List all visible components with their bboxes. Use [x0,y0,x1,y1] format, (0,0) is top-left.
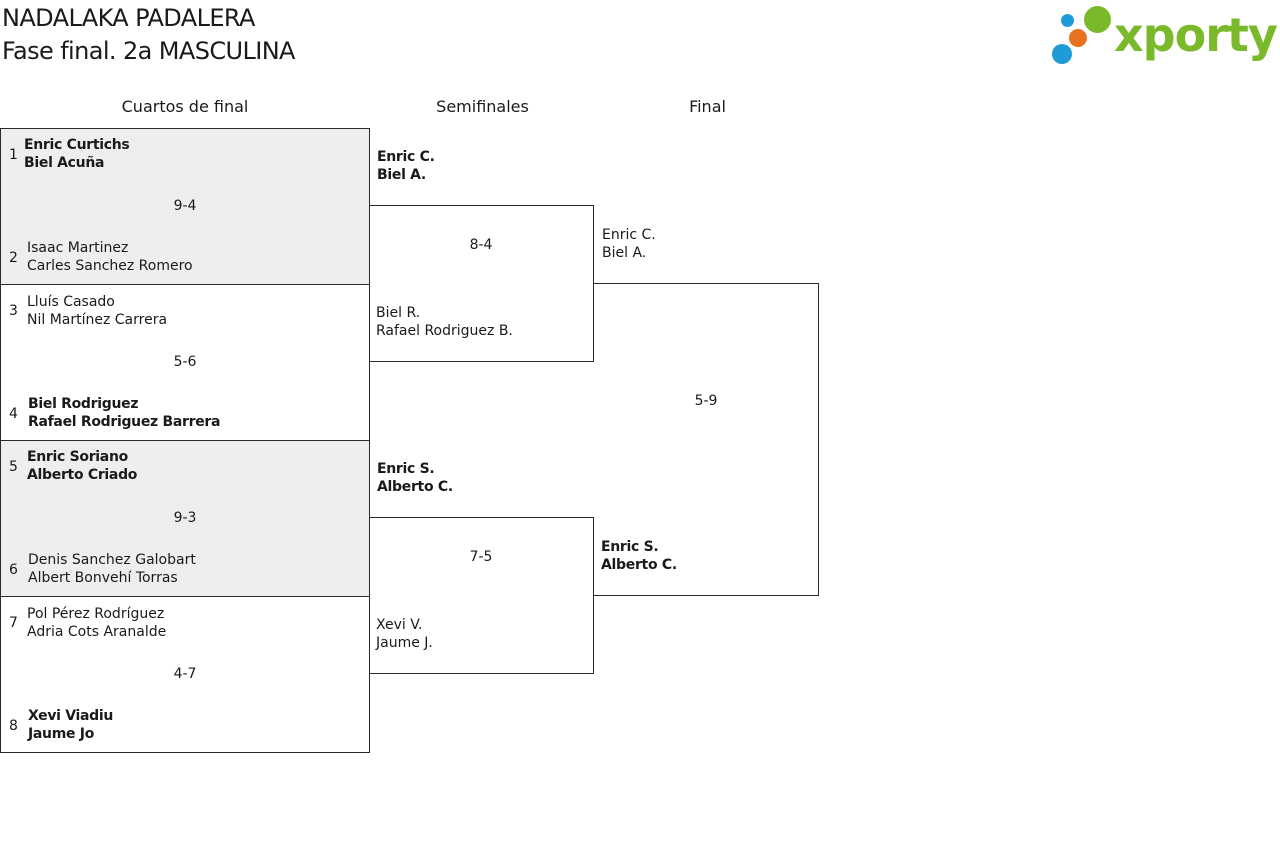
team-entry: Denis Sanchez Galobart Albert Bonvehí To… [28,551,196,587]
team-entry-winner: Biel Rodriguez Rafael Rodriguez Barrera [28,395,220,431]
quarterfinal-match-3[interactable]: 5 Enric Soriano Alberto Criado 9-3 6 Den… [0,440,370,597]
seed-number: 3 [9,303,18,319]
match-score: 9-4 [173,198,197,214]
player-name: Adria Cots Aranalde [27,624,167,640]
semifinal-2-top-team-winner: Enric S. Alberto C. [377,460,453,496]
semifinal-match-1[interactable]: 8-4 Biel R. Rafael Rodriguez B. [369,205,594,362]
team-entry-winner: Enric Curtichs Biel Acuña [24,136,130,172]
team-entry: Isaac Martinez Carles Sanchez Romero [27,239,193,275]
player-name: Rafael Rodriguez B. [376,323,513,339]
player-name: Alberto C. [377,479,453,495]
player-name: Biel Rodriguez [28,396,139,412]
seed-number: 5 [9,459,18,475]
semifinal-2-bottom-team: Xevi V. Jaume J. [376,616,433,652]
player-name: Enric C. [602,227,656,243]
round-header-semifinals: Semifinales [436,97,529,116]
team-entry: Lluís Casado Nil Martínez Carrera [27,293,167,329]
event-title: NADALAKA PADALERA [2,4,255,32]
seed-number: 2 [9,250,18,266]
player-name: Alberto Criado [27,467,138,483]
seed-number: 4 [9,406,18,422]
player-name: Biel A. [377,167,426,183]
logo-text: xporty [1114,8,1278,62]
player-name: Jaume Jo [28,726,95,742]
player-name: Enric Curtichs [24,137,130,153]
player-name: Enric S. [377,461,435,477]
player-name: Pol Pérez Rodríguez [27,606,165,622]
player-name: Albert Bonvehí Torras [28,570,178,586]
final-bottom-team-winner: Enric S. Alberto C. [601,538,677,574]
player-name: Carles Sanchez Romero [27,258,193,274]
logo-dot-blue-icon [1052,44,1072,64]
player-name: Jaume J. [376,635,433,651]
player-name: Biel A. [602,245,647,261]
match-score: 8-4 [469,237,493,253]
player-name: Enric S. [601,539,659,555]
player-name: Biel Acuña [24,155,105,171]
final-match[interactable]: 5-9 Enric S. Alberto C. [594,283,819,596]
player-name: Isaac Martinez [27,240,129,256]
match-score: 4-7 [173,666,197,682]
player-name: Enric C. [377,149,435,165]
semifinal-1-bottom-team: Biel R. Rafael Rodriguez B. [376,304,513,340]
logo-dot-green-icon [1084,6,1111,33]
logo-dot-orange-icon [1069,29,1087,47]
seed-number: 6 [9,562,18,578]
player-name: Alberto C. [601,557,677,573]
player-name: Xevi V. [376,617,423,633]
player-name: Rafael Rodriguez Barrera [28,414,221,430]
team-entry-winner: Xevi Viadiu Jaume Jo [28,707,113,743]
xporty-logo[interactable]: xporty [1048,2,1278,68]
seed-number: 8 [9,718,18,734]
player-name: Denis Sanchez Galobart [28,552,196,568]
logo-dot-blue-icon [1061,14,1074,27]
quarterfinal-match-4[interactable]: 7 Pol Pérez Rodríguez Adria Cots Aranald… [0,596,370,753]
match-score: 5-9 [694,393,718,409]
round-header-final: Final [689,97,726,116]
team-entry: Pol Pérez Rodríguez Adria Cots Aranalde [27,605,166,641]
player-name: Xevi Viadiu [28,708,114,724]
quarterfinal-match-1[interactable]: 1 Enric Curtichs Biel Acuña 9-4 2 Isaac … [0,128,370,285]
player-name: Biel R. [376,305,421,321]
semifinal-1-top-team-winner: Enric C. Biel A. [377,148,435,184]
match-score: 5-6 [173,354,197,370]
seed-number: 7 [9,615,18,631]
round-header-quarterfinals: Cuartos de final [121,97,249,116]
match-score: 7-5 [469,549,493,565]
phase-subtitle: Fase final. 2a MASCULINA [2,37,295,65]
player-name: Nil Martínez Carrera [27,312,168,328]
player-name: Enric Soriano [27,449,128,465]
team-entry-winner: Enric Soriano Alberto Criado [27,448,137,484]
semifinal-match-2[interactable]: 7-5 Xevi V. Jaume J. [369,517,594,674]
match-score: 9-3 [173,510,197,526]
player-name: Lluís Casado [27,294,115,310]
seed-number: 1 [9,147,18,163]
final-top-team: Enric C. Biel A. [602,226,656,262]
quarterfinal-match-2[interactable]: 3 Lluís Casado Nil Martínez Carrera 5-6 … [0,284,370,441]
